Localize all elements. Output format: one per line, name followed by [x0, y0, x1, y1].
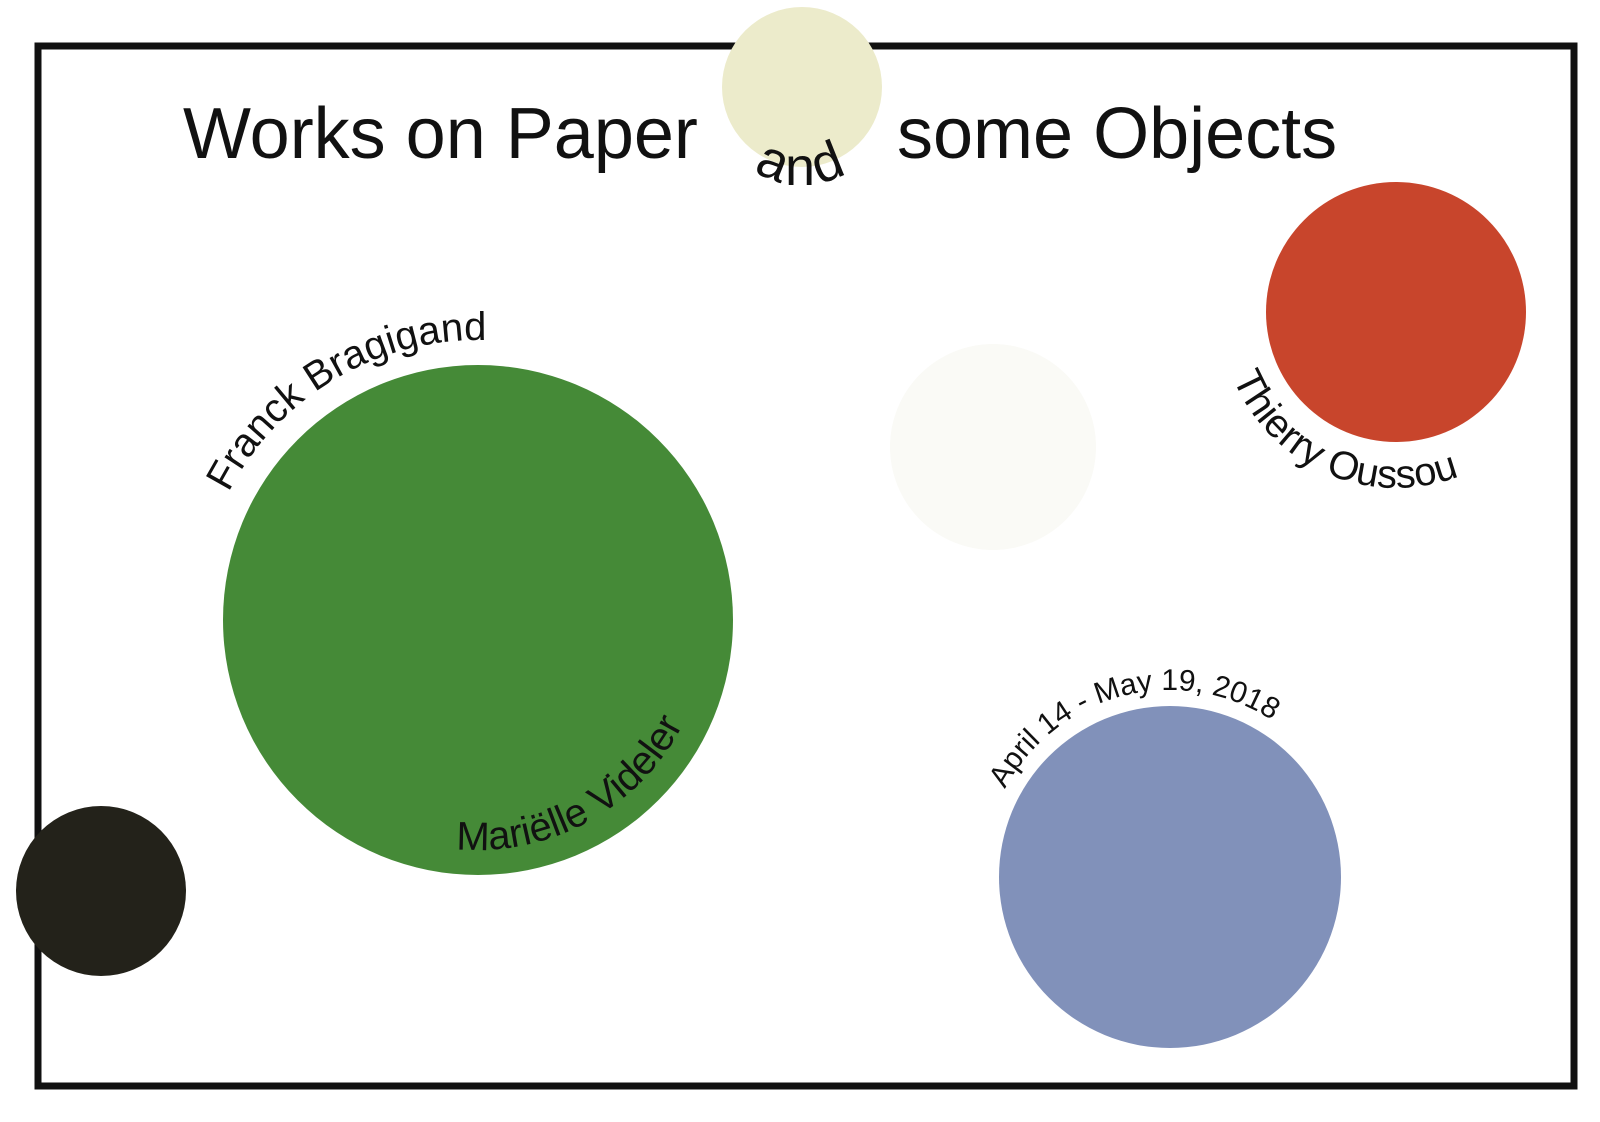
- title-works-on-paper: Works on Paper: [183, 94, 698, 174]
- blue-dot: [999, 706, 1341, 1048]
- title-some-objects: some Objects: [897, 94, 1337, 174]
- pale-dot: [890, 344, 1096, 550]
- black-dot: [16, 806, 186, 976]
- cream-dot: [722, 7, 882, 167]
- red-dot: [1266, 182, 1526, 442]
- green-dot: [223, 365, 733, 875]
